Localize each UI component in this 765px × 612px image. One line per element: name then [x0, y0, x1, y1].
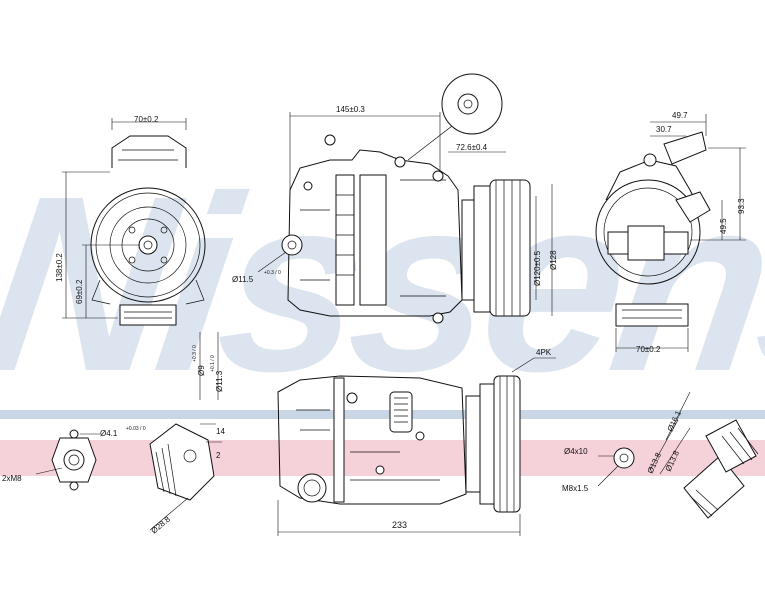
port-detail-right: Ø4x10 M8x1.5 — [562, 447, 635, 493]
bottom-view: 233 4PK — [277, 348, 556, 536]
front-view: 70±0.2 138±0.2 69±0.2 — [55, 115, 206, 326]
front-center-label: 69±0.2 — [75, 279, 84, 304]
rear-49-5-label: 49.5 — [719, 218, 728, 234]
pk-label: 4PK — [536, 348, 552, 357]
rear-view: 49.7 30.7 93.3 49.5 70±0.2 — [595, 111, 746, 354]
fitting-14-label: 14 — [216, 427, 225, 436]
rear-30-label: 30.7 — [656, 125, 672, 134]
fitting-28-label: Ø28.8 — [150, 514, 173, 535]
fitting-2-label: 2 — [216, 451, 221, 460]
front-height-label: 138±0.2 — [55, 253, 64, 282]
total-length-label: 233 — [392, 520, 407, 530]
port-m8-label: M8x1.5 — [562, 484, 589, 493]
pulley-inner-label: Ø120±0.5 — [533, 250, 542, 286]
mount-9-label: Ø9 — [197, 365, 206, 376]
pulley-outer-label: Ø128 — [549, 250, 558, 270]
front-width-label: 70±0.2 — [134, 115, 159, 124]
rear-width-label: 70±0.2 — [636, 345, 661, 354]
side-length-label: 145±0.3 — [336, 105, 365, 114]
port-4-1-label: Ø4.1 — [100, 429, 118, 438]
blue-band — [0, 410, 765, 419]
mount-11-label: Ø11.3 — [215, 370, 224, 392]
mount-11-tol: +0.1 / 0 — [210, 355, 216, 372]
bolt-hole-label: Ø11.5 — [232, 275, 254, 284]
bolt-hole-tol: +0.3 / 0 — [264, 270, 281, 276]
port-detail: Ø4.1 +0.03 / 0 2xM8 — [2, 426, 146, 491]
port-4x10-label: Ø4x10 — [564, 447, 588, 456]
rear-49-label: 49.7 — [672, 111, 688, 120]
rear-93-label: 93.3 — [737, 198, 746, 214]
mount-9-tol: +0.3 / 0 — [192, 345, 198, 362]
port-2xm8-label: 2xM8 — [2, 474, 22, 483]
side-offset-label: 72.6±0.4 — [456, 143, 488, 152]
mount-dims: Ø9 +0.3 / 0 Ø11.3 +0.1 / 0 — [192, 332, 224, 400]
side-view: 145±0.3 72.6±0.4 Ø11.5 +0.3 / 0 Ø120±0.5… — [232, 73, 558, 324]
port-4-1-tol: +0.03 / 0 — [126, 426, 146, 432]
